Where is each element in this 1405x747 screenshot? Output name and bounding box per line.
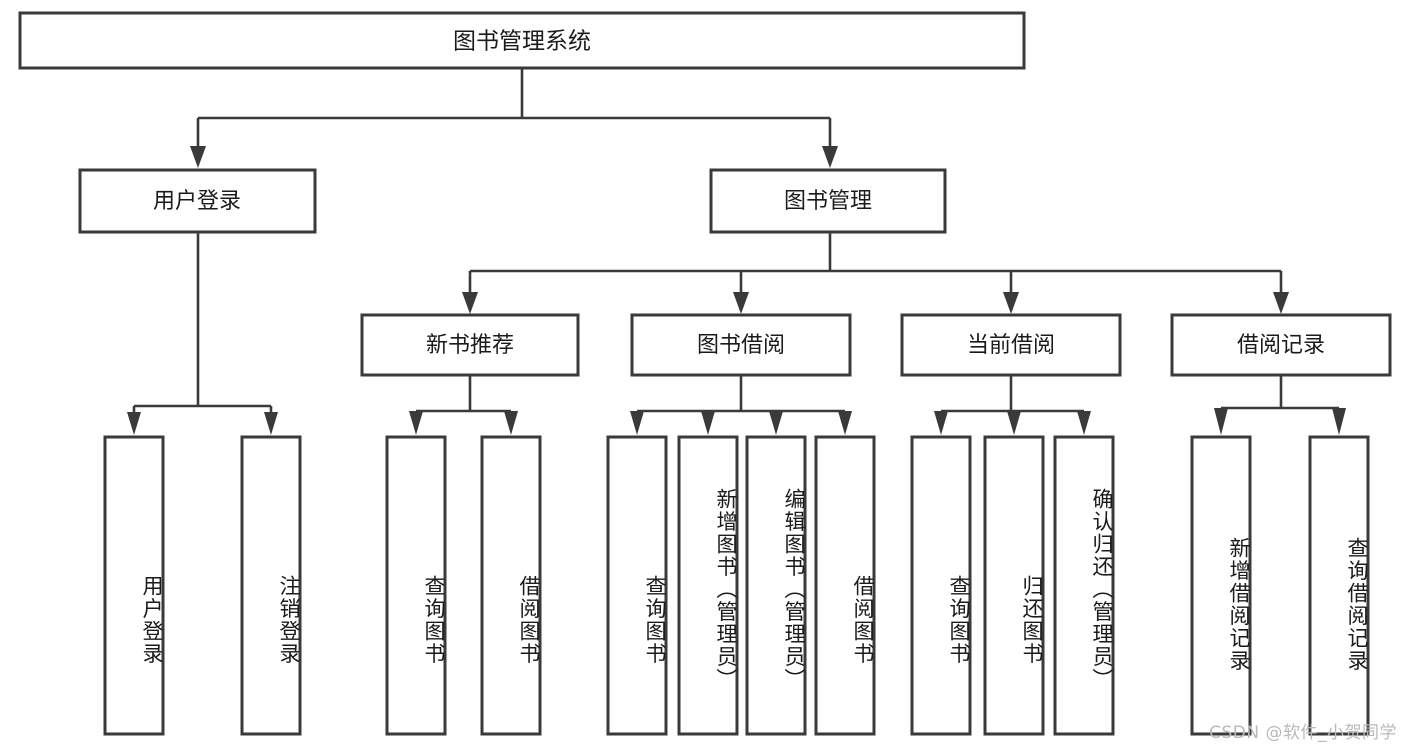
- node-book-manage-box[interactable]: [709, 168, 947, 234]
- node-user-login-box[interactable]: [78, 168, 317, 234]
- arrow-current-borrow-leaf-1: [934, 411, 948, 435]
- node-root-label: 图书管理系统: [453, 29, 591, 55]
- arrow-book-manage-to-book-borrow: [733, 292, 749, 314]
- arrow-book-borrow-leaf-2: [701, 411, 715, 435]
- arrow-root-to-book-manage: [822, 146, 838, 168]
- arrow-borrow-record-leaf-1: [1214, 408, 1228, 435]
- arrow-current-borrow-leaf-3: [1077, 411, 1091, 435]
- node-current-borrow[interactable]: 当前借阅: [900, 313, 1122, 377]
- node-user-login[interactable]: 用户登录: [78, 168, 317, 234]
- node-new-book-rec-box[interactable]: [360, 313, 580, 377]
- node-root-box[interactable]: [18, 11, 1026, 70]
- arrow-user-login-leaf-1: [127, 412, 141, 435]
- node-book-manage-label: 图书管理: [784, 189, 872, 214]
- connector-layer: [127, 68, 1346, 435]
- arrow-new-book-rec-leaf-1: [409, 411, 423, 435]
- node-book-manage[interactable]: 图书管理: [709, 168, 947, 234]
- arrow-book-borrow-leaf-4: [838, 411, 852, 435]
- arrow-book-borrow-leaf-3: [769, 411, 783, 435]
- arrow-current-borrow-leaf-2: [1007, 411, 1021, 435]
- node-leaf-return-book-box[interactable]: [983, 435, 1045, 736]
- node-book-borrow[interactable]: 图书借阅: [630, 313, 852, 377]
- node-leaf-user-logout-box[interactable]: [240, 435, 302, 736]
- arrow-book-manage-to-current-borrow: [1003, 292, 1019, 314]
- node-root[interactable]: 图书管理系统: [18, 11, 1026, 70]
- node-leaf-edit-book-admin-box[interactable]: [745, 435, 807, 736]
- node-current-borrow-label: 当前借阅: [967, 333, 1055, 358]
- node-user-login-label: 用户登录: [153, 189, 241, 214]
- node-new-book-rec-label: 新书推荐: [426, 333, 514, 358]
- node-leaf-confirm-return-admin-box[interactable]: [1053, 435, 1115, 736]
- node-leaf-query-borrow-record-box[interactable]: [1308, 435, 1370, 736]
- node-leaf-borrow-book-bb-box[interactable]: [814, 435, 876, 736]
- arrow-root-to-user-login: [190, 146, 206, 168]
- arrow-borrow-record-leaf-2: [1332, 408, 1346, 435]
- node-borrow-record-box[interactable]: [1170, 313, 1392, 377]
- node-leaf-query-book-cb-box[interactable]: [910, 435, 972, 736]
- node-leaf-borrow-book-rec-box[interactable]: [480, 435, 542, 736]
- node-borrow-record-label: 借阅记录: [1237, 333, 1325, 358]
- node-leaf-add-book-admin-box[interactable]: [677, 435, 739, 736]
- node-borrow-record[interactable]: 借阅记录: [1170, 313, 1392, 377]
- node-current-borrow-box[interactable]: [900, 313, 1122, 377]
- node-leaf-query-book-bb-box[interactable]: [606, 435, 668, 736]
- node-new-book-rec[interactable]: 新书推荐: [360, 313, 580, 377]
- node-book-borrow-box[interactable]: [630, 313, 852, 377]
- arrow-book-manage-to-new-book-rec: [462, 292, 478, 314]
- node-leaf-user-login-box[interactable]: [103, 435, 165, 736]
- node-leaf-query-book-rec-box[interactable]: [385, 435, 447, 736]
- arrow-user-login-leaf-2: [264, 412, 278, 435]
- arrow-book-manage-to-borrow-record: [1273, 292, 1289, 314]
- node-book-borrow-label: 图书借阅: [697, 333, 785, 358]
- arrow-new-book-rec-leaf-2: [504, 411, 518, 435]
- node-leaf-add-borrow-record-box[interactable]: [1190, 435, 1252, 736]
- csdn-watermark: CSDN @软件_小贺同学: [1209, 723, 1397, 743]
- arrow-book-borrow-leaf-1: [630, 411, 644, 435]
